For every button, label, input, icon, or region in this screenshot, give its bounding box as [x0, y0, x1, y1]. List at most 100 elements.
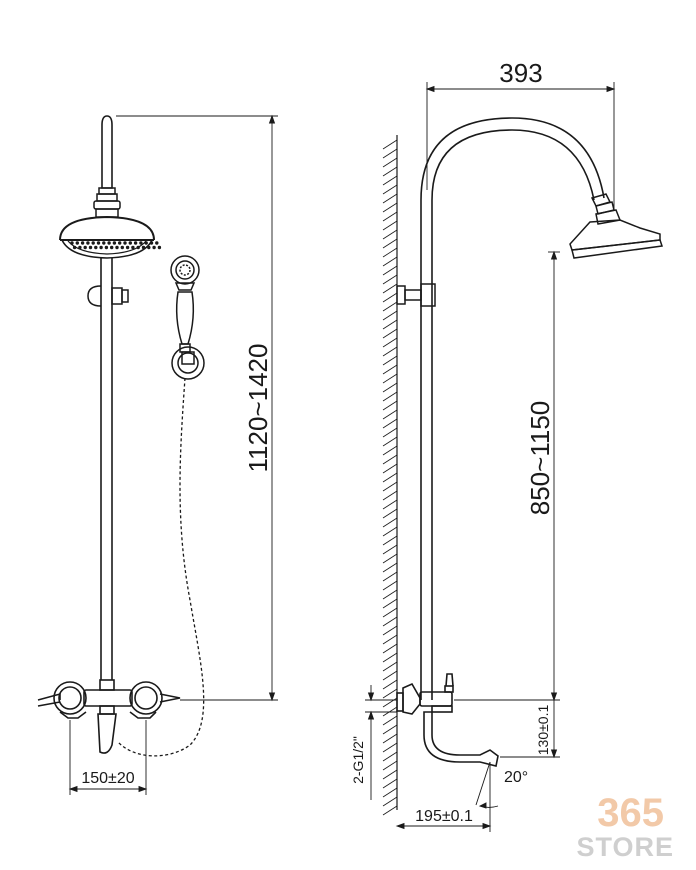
- wall-hatch-line: [382, 220, 398, 231]
- wall-hatch-line: [382, 742, 398, 753]
- head-height-label: 850~1150: [525, 401, 555, 515]
- wall-hatch-line: [382, 166, 398, 177]
- wall-hatch-line: [382, 553, 398, 564]
- shower-hole: [94, 245, 98, 250]
- wall-hatch-line: [382, 598, 398, 609]
- shower-hole: [131, 245, 135, 250]
- wall-hatch-line: [382, 796, 398, 807]
- shower-hole: [86, 241, 90, 245]
- side-riser: [420, 117, 605, 700]
- hand-shower: [170, 255, 200, 353]
- wall-hatch-line: [382, 508, 398, 519]
- front-riser-top: [101, 115, 113, 189]
- shower-hole: [75, 241, 80, 245]
- wall-hatch-line: [382, 202, 398, 213]
- shower-hole: [152, 245, 156, 250]
- side-mixer: [396, 673, 499, 767]
- wall-hatch-line: [382, 436, 398, 447]
- hand-shower-holder: [171, 346, 205, 380]
- spout-length-label: 195±0.1: [415, 808, 473, 825]
- angle-label: 20°: [504, 769, 528, 786]
- shower-hole: [133, 241, 138, 245]
- wall-hatch-line: [382, 274, 398, 285]
- shower-hole: [83, 245, 87, 250]
- wall-hatch-line: [382, 490, 398, 501]
- wall-hatch-line: [382, 670, 398, 681]
- shower-hole: [128, 241, 132, 245]
- wall-hatch-line: [382, 688, 398, 699]
- shower-hose: [117, 377, 205, 757]
- spout-width-dimension: [425, 82, 616, 210]
- wall-hatch-line: [382, 175, 398, 186]
- wall-hatch-line: [382, 382, 398, 393]
- wall-hatch-line: [382, 535, 398, 546]
- wall-hatch-line: [382, 571, 398, 582]
- wall-hatch-line: [382, 715, 398, 726]
- total-height-label: 1120~1420: [243, 344, 273, 473]
- wall-hatch-line: [382, 238, 398, 249]
- wall-hatch-line: [382, 301, 398, 312]
- shower-hole: [70, 241, 74, 245]
- shower-hole: [112, 241, 117, 245]
- shower-hole: [136, 245, 140, 250]
- wall-hatch-line: [382, 148, 398, 159]
- wall-hatch-line: [382, 427, 398, 438]
- wall-hatch-line: [382, 193, 398, 204]
- wall-hatch-line: [382, 607, 398, 618]
- wall-hatch-line: [382, 733, 398, 744]
- wall-hatch-line: [382, 400, 398, 411]
- spout-length-dimension: [395, 762, 492, 832]
- wall-hatch-line: [382, 247, 398, 258]
- shower-hole: [72, 245, 77, 250]
- logo-number: 365: [597, 791, 664, 835]
- wall-hatch-line: [382, 661, 398, 672]
- shower-hole: [110, 245, 114, 250]
- side-wall-bracket: [396, 283, 436, 307]
- shower-hole: [139, 241, 143, 245]
- shower-hole: [144, 241, 148, 245]
- wall-hatch-line: [382, 472, 398, 483]
- wall-hatch-line: [382, 634, 398, 645]
- front-shower-head: [59, 215, 162, 259]
- wall-hatch-line: [382, 364, 398, 375]
- shower-hole: [88, 245, 93, 250]
- wall-hatch-line: [382, 580, 398, 591]
- shower-hole: [104, 245, 109, 250]
- thread-label: 2-G1/2": [350, 736, 366, 784]
- wall-hatch-line: [382, 346, 398, 357]
- store-logo: 365 STORE: [576, 791, 673, 862]
- wall-hatch-line: [382, 355, 398, 366]
- shower-hole: [102, 241, 106, 245]
- thread-dimension: [365, 685, 397, 800]
- wall-hatch-line: [382, 544, 398, 555]
- wall-hatch-line: [382, 760, 398, 771]
- shower-hole: [141, 245, 146, 250]
- wall-hatch-line: [382, 328, 398, 339]
- shower-hole: [107, 241, 111, 245]
- head-height-dimension: [454, 250, 560, 702]
- wall-hatch-line: [382, 265, 398, 276]
- wall-hatch-line: [382, 643, 398, 654]
- inlet-spacing-dimension: [68, 720, 148, 795]
- wall-hatch-line: [382, 562, 398, 573]
- wall-hatch-line: [382, 319, 398, 330]
- wall-hatch-line: [382, 445, 398, 456]
- wall-hatch-line: [382, 157, 398, 168]
- spout-width-label: 393: [499, 58, 542, 88]
- shower-hole: [96, 241, 101, 245]
- wall-hatch-line: [382, 256, 398, 267]
- wall-hatch-line: [382, 706, 398, 717]
- wall-hatch-line: [382, 292, 398, 303]
- wall-hatch-line: [382, 409, 398, 420]
- shower-hole: [115, 245, 119, 250]
- wall-hatch-line: [382, 625, 398, 636]
- wall-hatch-line: [382, 139, 398, 150]
- wall-hatch-line: [382, 454, 398, 465]
- wall-hatch-line: [382, 751, 398, 762]
- wall-hatch-line: [382, 184, 398, 195]
- wall-hatch-line: [382, 616, 398, 627]
- front-mixer: [37, 679, 181, 754]
- wall-hatch-line: [382, 697, 398, 708]
- wall-hatch-line: [382, 211, 398, 222]
